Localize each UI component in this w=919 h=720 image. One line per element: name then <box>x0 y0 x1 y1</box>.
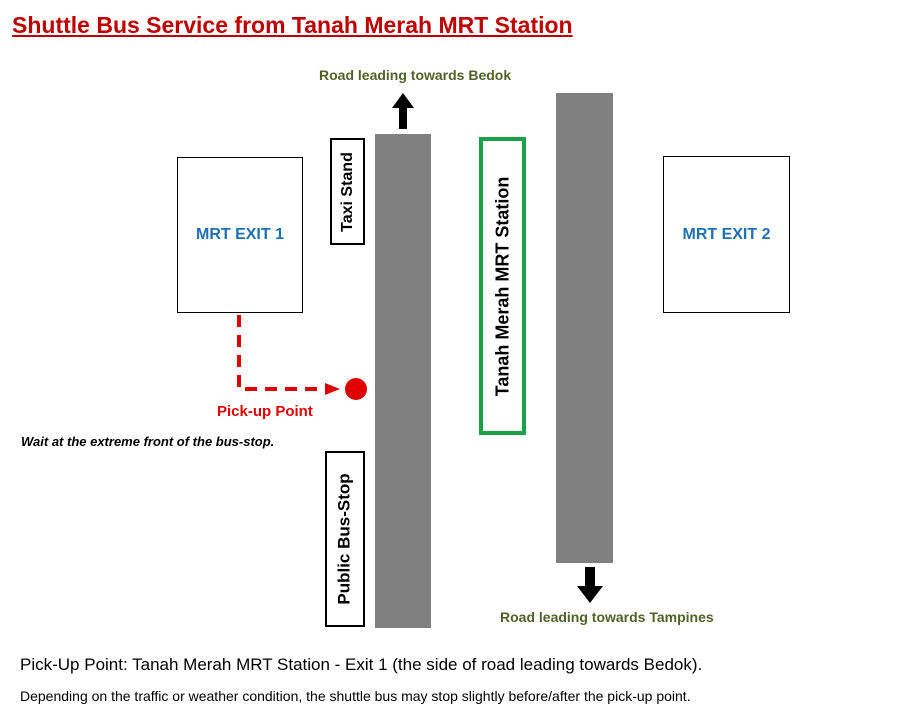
taxi-stand-label: Taxi Stand <box>338 151 356 232</box>
arrow-up-icon <box>392 93 414 129</box>
walking-route-arrow <box>237 315 367 400</box>
pickup-note: Wait at the extreme front of the bus-sto… <box>21 434 275 449</box>
public-bus-stop-box: Public Bus-Stop <box>325 451 365 627</box>
pickup-point-label: Pick-up Point <box>217 403 313 420</box>
mrt-exit-2: MRT EXIT 2 <box>663 156 790 313</box>
footer-line-1: Pick-Up Point: Tanah Merah MRT Station -… <box>20 655 703 674</box>
station-label: Tanah Merah MRT Station <box>492 176 512 396</box>
arrow-down-icon <box>577 567 603 603</box>
mrt-exit-1-label: MRT EXIT 1 <box>195 226 284 243</box>
tanah-merah-station: Tanah Merah MRT Station <box>479 137 526 435</box>
pickup-point-dot <box>345 378 367 400</box>
page-title: Shuttle Bus Service from Tanah Merah MRT… <box>12 12 573 38</box>
road-label-tampines: Road leading towards Tampines <box>500 609 714 625</box>
taxi-stand-box: Taxi Stand <box>330 138 365 245</box>
road-tampines-side <box>556 93 613 563</box>
mrt-exit-2-label: MRT EXIT 2 <box>682 225 771 243</box>
public-bus-stop-label: Public Bus-Stop <box>335 473 354 605</box>
road-label-bedok: Road leading towards Bedok <box>319 67 512 83</box>
mrt-exit-1: MRT EXIT 1 <box>177 157 303 313</box>
road-bedok-side <box>375 134 431 628</box>
footer-line-2: Depending on the traffic or weather cond… <box>20 688 691 704</box>
